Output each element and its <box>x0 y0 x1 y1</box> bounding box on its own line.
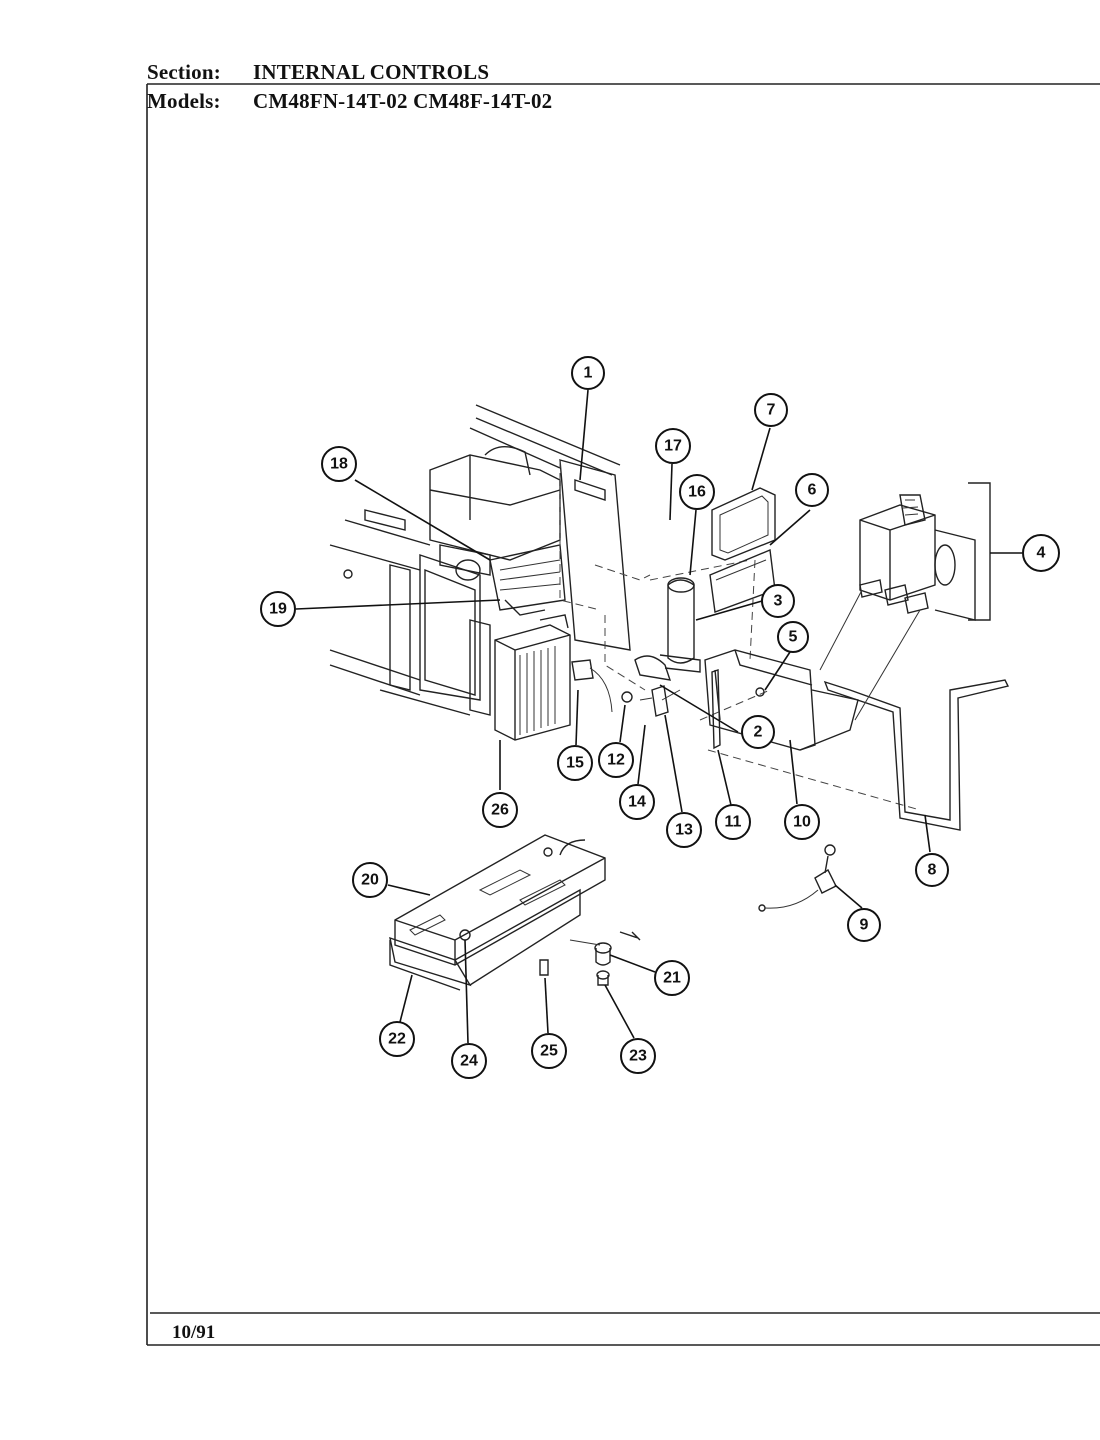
callout-2: 2 <box>741 715 775 749</box>
ground-wire-drawing <box>758 844 837 912</box>
callout-5: 5 <box>777 621 809 653</box>
svg-text:17: 17 <box>664 438 682 455</box>
callout-21: 21 <box>654 960 690 996</box>
chassis-drawing <box>329 404 631 716</box>
callout-17: 17 <box>655 428 691 464</box>
callout-9: 9 <box>847 908 881 942</box>
svg-text:24: 24 <box>460 1053 478 1070</box>
page-frame <box>146 83 1100 1346</box>
capacitor-drawing <box>571 577 701 717</box>
callout-16: 16 <box>679 474 715 510</box>
svg-text:12: 12 <box>607 752 625 769</box>
svg-text:10: 10 <box>793 814 811 831</box>
svg-text:11: 11 <box>725 814 742 831</box>
section-title: INTERNAL CONTROLS <box>253 60 490 84</box>
svg-text:4: 4 <box>1037 545 1046 562</box>
svg-text:21: 21 <box>663 970 681 987</box>
svg-text:6: 6 <box>808 482 817 499</box>
svg-text:22: 22 <box>388 1031 406 1048</box>
svg-text:3: 3 <box>774 593 783 610</box>
callout-19: 19 <box>260 591 296 627</box>
callout-23: 23 <box>620 1038 656 1074</box>
svg-text:20: 20 <box>361 872 379 889</box>
svg-text:13: 13 <box>675 822 693 839</box>
callout-24: 24 <box>451 1043 487 1079</box>
svg-text:14: 14 <box>628 794 646 811</box>
callout-11: 11 <box>715 804 751 840</box>
svg-text:26: 26 <box>491 802 509 819</box>
svg-text:25: 25 <box>540 1043 558 1060</box>
svg-text:19: 19 <box>269 601 287 618</box>
callout-25: 25 <box>531 1033 567 1069</box>
svg-text:18: 18 <box>330 456 348 473</box>
callout-15: 15 <box>557 745 593 781</box>
air-duct-drawing <box>704 589 1010 831</box>
callout-14: 14 <box>619 784 655 820</box>
callout-leaders <box>295 389 1022 1044</box>
callout-18: 18 <box>321 446 357 482</box>
callout-10: 10 <box>784 804 820 840</box>
svg-text:16: 16 <box>688 484 706 501</box>
svg-text:23: 23 <box>629 1048 647 1065</box>
revision-date: 10/91 <box>172 1322 216 1343</box>
models-label: Models: <box>147 89 221 113</box>
callout-7: 7 <box>754 393 788 427</box>
callout-4: 4 <box>1022 534 1060 572</box>
models-list: CM48FN-14T-02 CM48F-14T-02 <box>253 89 553 113</box>
callout-12: 12 <box>598 742 634 778</box>
svg-text:2: 2 <box>754 724 763 741</box>
svg-text:15: 15 <box>566 755 584 772</box>
transformer-drawing <box>494 614 571 741</box>
callout-22: 22 <box>379 1021 415 1057</box>
callout-1: 1 <box>571 356 605 390</box>
svg-text:5: 5 <box>789 629 798 646</box>
svg-text:9: 9 <box>860 917 869 934</box>
callout-3: 3 <box>761 584 795 618</box>
section-label: Section: <box>147 60 221 84</box>
svg-text:8: 8 <box>928 862 937 879</box>
callout-20: 20 <box>352 862 388 898</box>
svg-text:1: 1 <box>584 365 593 382</box>
control-base-drawing <box>389 834 641 991</box>
wiring-dashes <box>559 460 921 811</box>
callout-6: 6 <box>795 473 829 507</box>
svg-text:7: 7 <box>767 402 776 419</box>
fan-motor-drawing <box>859 482 991 621</box>
callout-8: 8 <box>915 853 949 887</box>
callout-13: 13 <box>666 812 702 848</box>
callout-26: 26 <box>482 792 518 828</box>
